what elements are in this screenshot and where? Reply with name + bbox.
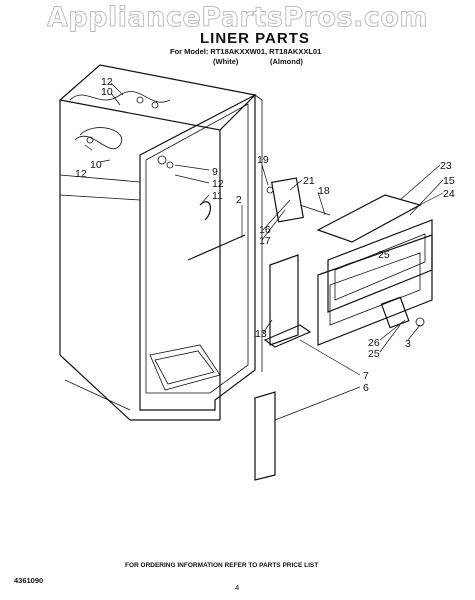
part-label: 19 xyxy=(257,154,269,166)
page-title: LINER PARTS xyxy=(200,30,310,47)
part-label: 24 xyxy=(443,188,455,200)
model-numbers: For Model: RT18AKXXW01, RT18AKXXL01 xyxy=(170,47,322,56)
part-label: 15 xyxy=(443,175,455,187)
part-label: 25 xyxy=(378,249,390,261)
part-label: 9 xyxy=(212,166,218,178)
part-label: 16 xyxy=(259,224,271,236)
part-label: 11 xyxy=(212,190,223,202)
color-almond-label: (Almond) xyxy=(270,57,303,66)
part-label: 17 xyxy=(259,235,271,247)
part-label: 2 xyxy=(236,194,242,206)
liner-components xyxy=(86,96,433,481)
part-label: 12 xyxy=(212,178,224,190)
leader-lines xyxy=(84,82,444,421)
part-label: 12 xyxy=(75,168,87,180)
part-label: 13 xyxy=(255,328,267,340)
part-label: 10 xyxy=(101,86,113,98)
part-label: 25 xyxy=(368,348,380,360)
part-label: 10 xyxy=(90,159,102,171)
part-label: 18 xyxy=(318,185,330,197)
part-label: 7 xyxy=(363,370,369,382)
part-label: 23 xyxy=(440,160,452,172)
part-label: 26 xyxy=(368,337,380,349)
part-label: 21 xyxy=(303,175,315,187)
ordering-note: FOR ORDERING INFORMATION REFER TO PARTS … xyxy=(125,562,319,569)
part-number-labels: 12 10 12 10 19 9 12 11 21 18 23 15 24 2 … xyxy=(75,76,455,394)
watermark: AppliancePartsPros.com xyxy=(46,2,429,34)
part-label: 6 xyxy=(363,382,369,394)
part-label: 12 xyxy=(101,76,113,88)
document-number: 4361090 xyxy=(14,576,44,585)
cabinet-liner xyxy=(58,64,263,421)
part-label: 3 xyxy=(405,338,411,350)
page-number: 4 xyxy=(235,583,240,592)
color-white-label: (White) xyxy=(213,57,239,66)
